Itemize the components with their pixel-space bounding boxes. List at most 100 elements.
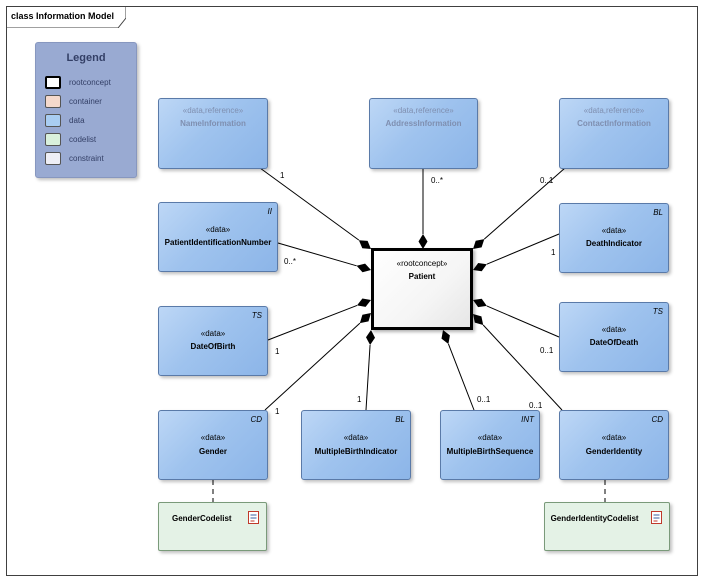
composition-diamond-address-information [418,234,428,249]
association-line-date-of-death[interactable] [486,305,560,338]
class-stereotype: «data» [200,433,226,442]
class-name: MultipleBirthIndicator [314,447,398,456]
composition-diamond-gender [359,313,371,324]
codelist-name: GenderIdentityCodelist [550,514,639,523]
association-line-gender[interactable] [264,322,361,411]
root-concept-patient[interactable]: «rootconcept» Patient [371,248,473,330]
legend-label: constraint [69,154,104,163]
legend-label: rootconcept [69,78,111,87]
legend-title: Legend [66,52,106,64]
class-name: GenderIdentity [585,447,643,456]
multiplicity-name-information: 1 [280,171,285,180]
class-name: NameInformation [180,119,246,128]
class-name: PatientIdentificationNumber [164,238,272,247]
association-line-name-information[interactable] [259,167,360,241]
legend: Legend rootconcept container data codeli… [35,42,137,178]
diagram-frame [6,6,698,576]
class-name: DateOfBirth [190,342,236,351]
datatype-tag: TS [251,311,262,320]
legend-swatch-rootconcept [45,76,61,89]
composition-diamond-multiple-birth-sequence [441,330,450,344]
datatype-tag: TS [652,307,663,316]
legend-item-container: container [45,94,102,109]
multiplicity-patient-identification-number: 0..* [284,257,297,266]
association-line-gender-identity[interactable] [482,324,563,411]
datatype-tag: BL [395,415,405,424]
association-line-date-of-birth[interactable] [267,304,358,341]
class-stereotype: «data» [601,433,627,442]
class-stereotype: «data» [477,433,503,442]
class-stereotype: «data» [343,433,369,442]
legend-swatch-codelist [45,133,61,146]
class-stereotype: «data,reference» [182,106,244,115]
class-name: DateOfDeath [589,338,639,347]
class-name: MultipleBirthSequence [446,447,534,456]
class-patient-identification-number[interactable]: II «data» PatientIdentificationNumber [158,202,278,272]
class-name: AddressInformation [385,119,462,128]
multiplicity-date-of-birth: 1 [275,347,280,356]
association-line-multiple-birth-sequence[interactable] [447,343,475,411]
multiplicity-death-indicator: 1 [551,248,556,257]
composition-diamond-date-of-birth [357,298,371,307]
association-line-death-indicator[interactable] [486,233,560,265]
root-stereotype: «rootconcept» [396,259,448,268]
class-name: ContactInformation [577,119,651,128]
class-gender-identity[interactable]: CD «data» GenderIdentity [559,410,669,480]
composition-diamond-multiple-birth-indicator [366,330,375,345]
composition-diamond-patient-identification-number [356,263,371,273]
class-date-of-death[interactable]: TS «data» DateOfDeath [559,302,669,372]
multiplicity-multiple-birth-sequence: 0..1 [477,395,491,404]
class-stereotype: «data» [601,226,627,235]
class-stereotype: «data» [200,329,226,338]
class-gender[interactable]: CD «data» Gender [158,410,268,480]
legend-swatch-constraint [45,152,61,165]
composition-diamond-gender-identity [473,314,484,325]
class-address-information[interactable]: «data,reference» AddressInformation [369,98,478,169]
multiplicity-gender: 1 [275,407,280,416]
association-line-multiple-birth-indicator[interactable] [365,344,371,411]
class-name-information[interactable]: «data,reference» NameInformation [158,98,268,169]
codelist-gender[interactable]: GenderCodelist [158,502,267,551]
codelist-gender-identity[interactable]: GenderIdentityCodelist [544,502,670,551]
legend-item-rootconcept: rootconcept [45,75,111,90]
class-stereotype: «data» [205,225,231,234]
class-stereotype: «data,reference» [393,106,454,115]
multiplicity-address-information: 0..* [431,176,444,185]
datatype-tag: INT [521,415,534,424]
legend-swatch-container [45,95,61,108]
datatype-tag: BL [653,208,663,217]
class-name: DeathIndicator [585,239,642,248]
legend-item-data: data [45,113,85,128]
class-date-of-birth[interactable]: TS «data» DateOfBirth [158,306,268,376]
composition-diamond-contact-information [473,239,485,249]
class-death-indicator[interactable]: BL «data» DeathIndicator [559,203,669,273]
codelist-name: GenderCodelist [172,514,232,523]
legend-label: data [69,116,85,125]
root-name: Patient [408,272,436,281]
codelist-document-icon [651,511,662,524]
composition-diamond-name-information [358,240,371,249]
datatype-tag: II [267,207,272,216]
legend-label: container [69,97,102,106]
datatype-tag: CD [651,415,663,424]
association-line-patient-identification-number[interactable] [277,242,357,267]
multiplicity-multiple-birth-indicator: 1 [357,395,362,404]
multiplicity-gender-identity: 0..1 [529,401,543,410]
frame-tab [6,6,126,28]
legend-label: codelist [69,135,97,144]
legend-item-codelist: codelist [45,132,96,147]
class-stereotype: «data» [601,325,627,334]
class-contact-information[interactable]: «data,reference» ContactInformation [559,98,669,169]
class-multiple-birth-sequence[interactable]: INT «data» MultipleBirthSequence [440,410,540,480]
class-stereotype: «data,reference» [583,106,645,115]
composition-diamond-death-indicator [473,263,487,272]
frame-title: class Information Model [11,11,115,21]
class-multiple-birth-indicator[interactable]: BL «data» MultipleBirthIndicator [301,410,411,480]
codelist-document-icon [248,511,259,524]
legend-item-constraint: constraint [45,151,104,166]
association-lines [259,167,566,411]
association-line-contact-information[interactable] [483,167,566,240]
multiplicity-date-of-death: 0..1 [540,346,554,355]
legend-swatch-data [45,114,61,127]
